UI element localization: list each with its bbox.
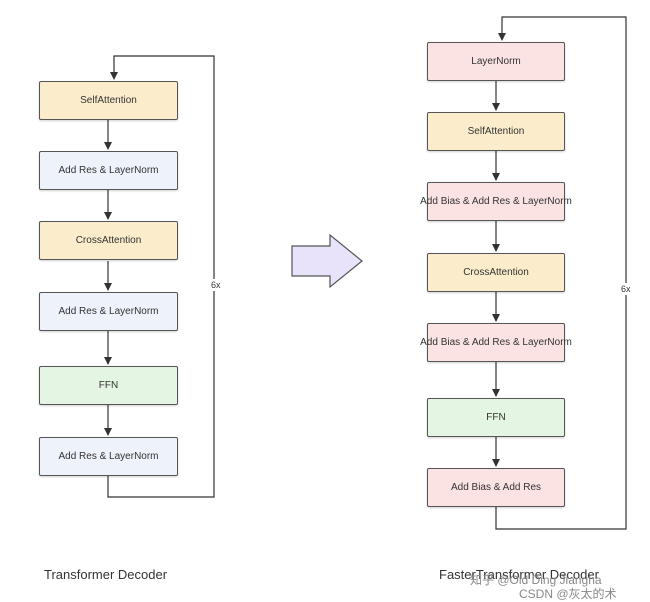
right-node-self-attention: SelfAttention — [427, 112, 565, 151]
left-node-cross-attention: CrossAttention — [39, 221, 178, 260]
right-node-cross-attention: CrossAttention — [427, 253, 565, 292]
left-decoder-title: Transformer Decoder — [44, 567, 168, 582]
right-loop-label: 6x — [621, 283, 631, 295]
left-loop-path — [107, 55, 215, 498]
left-node-add-res-layernorm-2: Add Res & LayerNorm — [39, 292, 178, 331]
watermark-line-1: 知乎 @Old Ding Jiangha — [470, 573, 602, 587]
watermark-line-2: CSDN @灰太的术 — [519, 587, 617, 601]
right-node-layernorm: LayerNorm — [427, 42, 565, 81]
left-node-add-res-layernorm-1: Add Res & LayerNorm — [39, 151, 178, 190]
right-node-ffn: FFN — [427, 398, 565, 437]
left-node-self-attention: SelfAttention — [39, 81, 178, 120]
right-decoder-title: FasterTransformer Decoder — [439, 567, 599, 582]
left-node-ffn: FFN — [39, 366, 178, 405]
right-loop-path — [495, 16, 627, 530]
transition-arrow — [291, 233, 363, 289]
right-node-bias-res-layernorm-2: Add Bias & Add Res & LayerNorm — [420, 323, 572, 362]
left-node-add-res-layernorm-3: Add Res & LayerNorm — [39, 437, 178, 476]
right-node-bias-res-layernorm-1: Add Bias & Add Res & LayerNorm — [420, 182, 572, 221]
right-node-bias-res: Add Bias & Add Res — [427, 468, 565, 507]
left-loop-label: 6x — [211, 279, 221, 291]
